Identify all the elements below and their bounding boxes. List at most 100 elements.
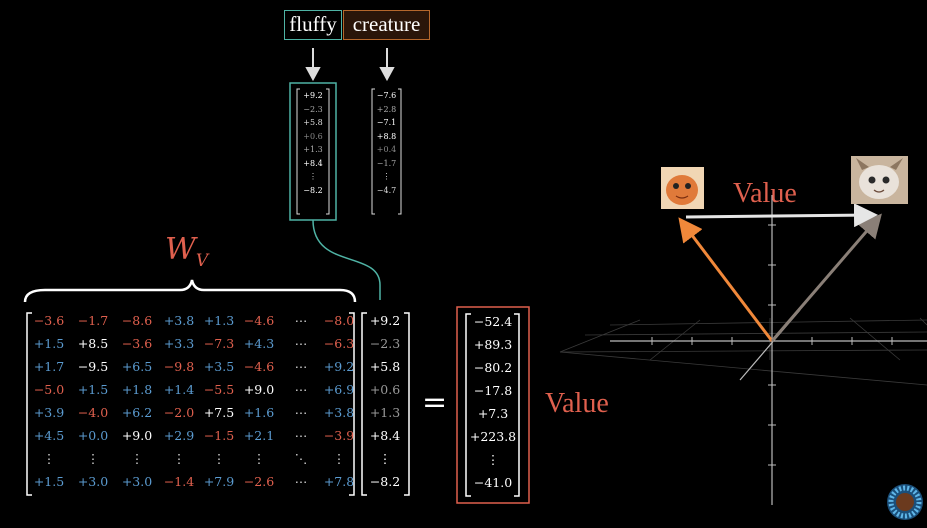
embed-value: +0.4 <box>376 145 397 154</box>
invec-cell: +0.6 <box>369 382 401 397</box>
embed-value: ⋮ <box>309 172 317 181</box>
matrix-label-main: W <box>165 232 196 267</box>
input-vector: +9.2−2.3+5.8+0.6+1.3+8.4⋮−8.2 <box>363 313 407 495</box>
embed-value: +1.3 <box>303 145 323 154</box>
matrix-cell: ⋮ <box>130 451 144 466</box>
matrix-cell: −7.3 <box>203 336 235 351</box>
matrix-cell: +1.6 <box>243 405 275 420</box>
matrix-cell: +6.5 <box>121 359 153 374</box>
matrix-cell: +7.9 <box>203 474 235 489</box>
matrix-cell: +3.8 <box>163 313 195 328</box>
matrix-cell: ⋯ <box>294 336 308 351</box>
matrix-cell: −1.4 <box>163 474 195 489</box>
matrix-cell: +8.5 <box>77 336 109 351</box>
matrix-cell: +4.5 <box>33 428 65 443</box>
output-vector: −52.4+89.3−80.2−17.8+7.3+223.8⋮−41.0 <box>469 314 517 496</box>
outvec-cell: ⋮ <box>486 452 500 467</box>
matrix-cell: ⋮ <box>252 451 266 466</box>
matrix-cell: +1.8 <box>121 382 153 397</box>
matrix-cell: +6.9 <box>323 382 355 397</box>
matrix-cell: −1.7 <box>77 313 109 328</box>
matrix-cell: +3.0 <box>121 474 153 489</box>
matrix-cell: +9.2 <box>323 359 355 374</box>
matrix-cell: −2.6 <box>243 474 275 489</box>
embedding-creature: −7.6 +2.8 −7.1 +8.8 +0.4 −1.7 ⋮ −4.7 <box>374 89 399 197</box>
embed-value: +9.2 <box>303 91 323 100</box>
matrix-cell: −4.6 <box>243 359 275 374</box>
matrix-cell: ⋮ <box>42 451 56 466</box>
matrix-cell: +1.4 <box>163 382 195 397</box>
embed-value: +8.8 <box>376 131 397 141</box>
matrix-cell: +2.9 <box>163 428 195 443</box>
matrix-cell: +3.3 <box>163 336 195 351</box>
invec-cell: ⋮ <box>378 451 392 466</box>
matrix-cell: ⋯ <box>294 313 308 328</box>
invec-cell: +9.2 <box>369 313 401 328</box>
invec-cell: −2.3 <box>369 336 401 351</box>
embed-value: −2.3 <box>303 104 323 114</box>
invec-cell: +5.8 <box>369 359 401 374</box>
creature-image <box>661 167 704 209</box>
embedding-fluffy: +9.2 −2.3 +5.8 +0.6 +1.3 +8.4 ⋮ −8.2 <box>300 89 326 197</box>
fluffy-creature-image <box>851 156 908 204</box>
matrix-cell: −5.0 <box>33 382 65 397</box>
matrix-cell: ⋮ <box>332 451 346 466</box>
value-vector <box>685 203 878 228</box>
token-fluffy: fluffy <box>284 10 342 40</box>
embed-value: −7.1 <box>376 118 397 127</box>
matrix-cell: −4.6 <box>243 313 275 328</box>
matrix-cell: ⋮ <box>212 451 226 466</box>
matrix-cell: +3.9 <box>33 405 65 420</box>
embed-value: +5.8 <box>303 118 323 127</box>
matrix-cell: +0.0 <box>77 428 109 443</box>
equals-sign: = <box>422 385 448 420</box>
embed-value: +2.8 <box>376 104 397 114</box>
embed-value: −4.7 <box>376 185 397 195</box>
matrix-cell: +9.0 <box>243 382 275 397</box>
token-creature: creature <box>343 10 430 40</box>
matrix-cell: ⋯ <box>294 428 308 443</box>
matrix-cell: −6.3 <box>323 336 355 351</box>
matrix-label-sub: V <box>195 251 209 271</box>
matrix-cell: +2.1 <box>243 428 275 443</box>
curly-brace <box>23 279 357 303</box>
matrix-cell: −3.6 <box>121 336 153 351</box>
plot-value-label: Value <box>733 178 797 209</box>
outvec-cell: −80.2 <box>473 360 513 375</box>
matrix-cell: −5.5 <box>203 382 235 397</box>
matrix-cell: −4.0 <box>77 405 109 420</box>
output-value-label: Value <box>545 388 609 419</box>
grid-plane <box>559 317 927 386</box>
outvec-cell: +89.3 <box>473 337 513 352</box>
outvec-cell: +223.8 <box>469 429 517 444</box>
matrix-cell: −3.6 <box>33 313 65 328</box>
outvec-cell: −41.0 <box>473 475 513 490</box>
matrix-cell: −8.0 <box>323 313 355 328</box>
outvec-cell: +7.3 <box>477 406 509 421</box>
embed-value: +0.6 <box>303 131 323 141</box>
invec-cell: +1.3 <box>369 405 401 420</box>
invec-cell: −8.2 <box>369 474 401 489</box>
matrix-cell: ⋯ <box>294 382 308 397</box>
embed-value: −7.6 <box>376 91 397 100</box>
outvec-cell: −52.4 <box>473 314 513 329</box>
pi-logo <box>887 484 923 520</box>
creature-vector <box>678 217 774 342</box>
matrix-cell: −9.5 <box>77 359 109 374</box>
matrix-cell: +1.5 <box>33 336 65 351</box>
matrix-cell: −9.8 <box>163 359 195 374</box>
matrix-cell: +1.5 <box>33 474 65 489</box>
matrix-cell: +1.5 <box>77 382 109 397</box>
matrix-cell: +3.0 <box>77 474 109 489</box>
matrix-cell: +6.2 <box>121 405 153 420</box>
fluffy-creature-vector <box>770 213 882 342</box>
embed-value: −1.7 <box>376 158 397 168</box>
matrix-cell: ⋮ <box>86 451 100 466</box>
matrix-cell: −8.6 <box>121 313 153 328</box>
matrix-cell: +4.3 <box>243 336 275 351</box>
token-creature-label: creature <box>352 12 421 36</box>
matrix-cell: ⋱ <box>294 451 308 466</box>
token-fluffy-label: fluffy <box>289 12 337 36</box>
matrix-cell: −1.5 <box>203 428 235 443</box>
